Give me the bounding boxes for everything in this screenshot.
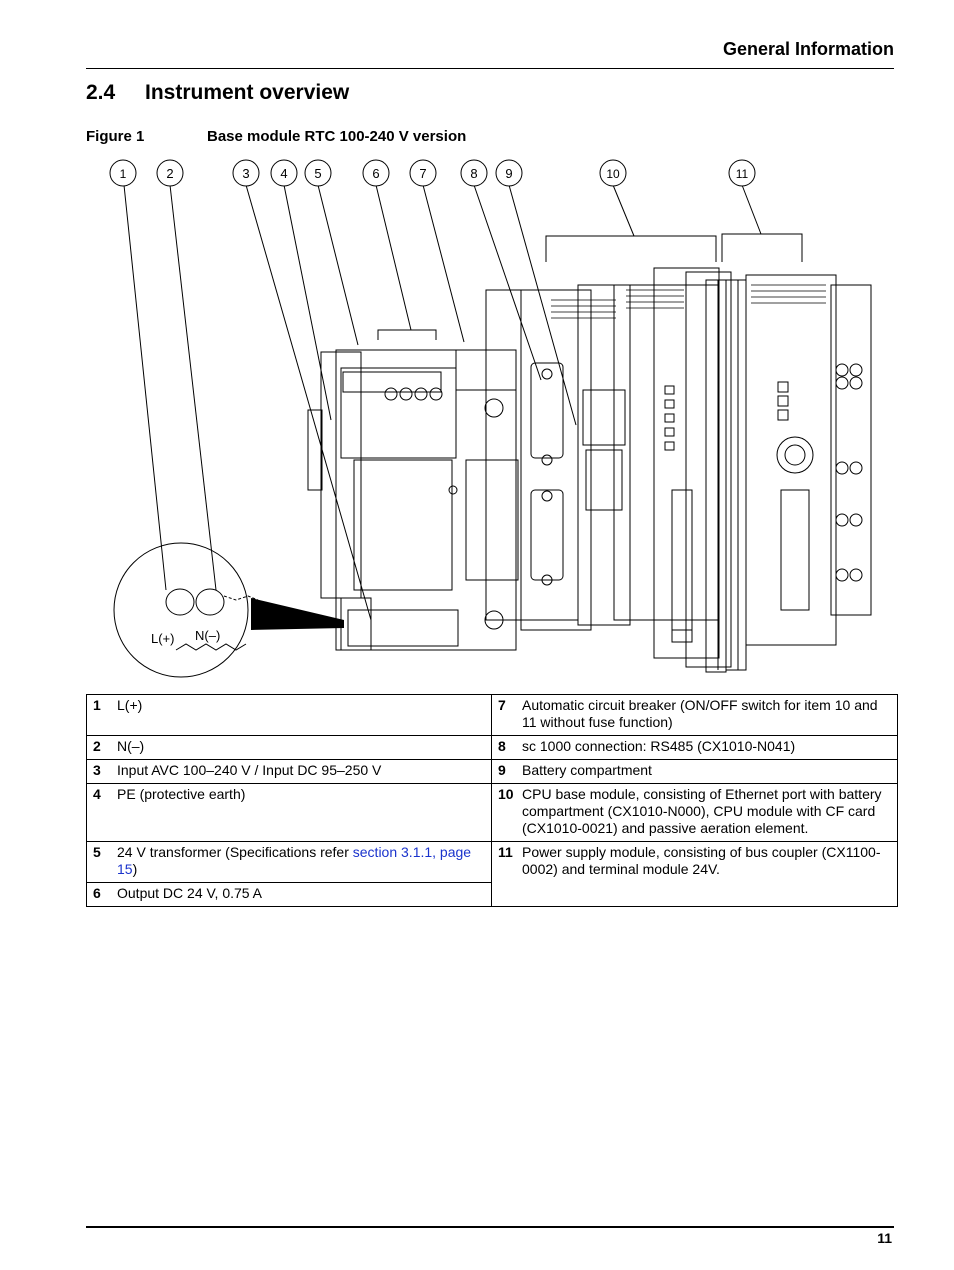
svg-text:10: 10	[606, 167, 620, 181]
figure-label: Figure 1	[86, 128, 145, 145]
callout-11: 11	[728, 159, 756, 187]
figure-caption: Figure 1 Base module RTC 100-240 V versio…	[86, 128, 466, 145]
svg-text:4: 4	[280, 166, 287, 181]
callout-7: 7	[409, 159, 437, 187]
svg-text:3: 3	[242, 166, 249, 181]
callout-4: 4	[270, 159, 298, 187]
svg-text:11: 11	[736, 167, 749, 181]
legend-num: 10	[491, 783, 516, 842]
inset-label-l: L(+)	[151, 631, 174, 646]
legend-num: 11	[491, 841, 516, 907]
legend-text: L(+)	[111, 694, 492, 736]
legend-text-after: )	[132, 861, 138, 877]
footer-rule	[86, 1226, 894, 1228]
table-row: 3 Input AVC 100–240 V / Input DC 95–250 …	[86, 759, 898, 784]
legend-text: Battery compartment	[516, 759, 898, 784]
legend-num: 8	[491, 735, 516, 760]
section-heading: 2.4 Instrument overview	[86, 81, 349, 105]
legend-num: 7	[491, 694, 516, 736]
legend-text: Automatic circuit breaker (ON/OFF switch…	[516, 694, 898, 736]
section-number: 2.4	[86, 81, 116, 104]
legend-text-before: 24 V transformer (Specifications refer	[117, 844, 353, 860]
svg-text:1: 1	[120, 167, 127, 181]
table-row: 6 Output DC 24 V, 0.75 A	[86, 882, 898, 907]
legend-num: 9	[491, 759, 516, 784]
svg-text:9: 9	[505, 166, 512, 181]
callout-markers: 1 2 3 4 5 6 7 8 9 10 11	[109, 159, 756, 187]
callout-8: 8	[460, 159, 488, 187]
svg-text:6: 6	[372, 166, 379, 181]
inset-label-n: N(–)	[195, 628, 220, 643]
legend-text: Input AVC 100–240 V / Input DC 95–250 V	[111, 759, 492, 784]
legend-text: 24 V transformer (Specifications refer s…	[111, 841, 492, 883]
callout-1: 1	[109, 159, 137, 187]
legend-num: 3	[86, 759, 111, 784]
legend-text: Power supply module, consisting of bus c…	[516, 841, 898, 907]
legend-text: Output DC 24 V, 0.75 A	[111, 882, 492, 907]
callout-2: 2	[156, 159, 184, 187]
svg-text:5: 5	[314, 166, 321, 181]
legend-num: 2	[86, 735, 111, 760]
legend-table: 1 L(+) 7 Automatic circuit breaker (ON/O…	[86, 694, 898, 907]
svg-text:2: 2	[166, 166, 173, 181]
header-rule	[86, 68, 894, 69]
svg-text:8: 8	[470, 166, 477, 181]
section-link[interactable]: section 3.1.1, page 15	[117, 844, 472, 877]
table-row: 1 L(+) 7 Automatic circuit breaker (ON/O…	[86, 694, 898, 736]
callout-5: 5	[304, 159, 332, 187]
callout-10: 10	[599, 159, 627, 187]
legend-num: 6	[86, 882, 111, 907]
legend-text: sc 1000 connection: RS485 (CX1010-N041)	[516, 735, 898, 760]
page-number: 11	[877, 1230, 892, 1246]
legend-text: N(–)	[111, 735, 492, 760]
running-header-title: General Information	[722, 39, 894, 59]
callout-3: 3	[232, 159, 260, 187]
callout-9: 9	[495, 159, 523, 187]
table-row: 4 PE (protective earth) 10 CPU base modu…	[86, 783, 898, 842]
instrument-diagram: 1 2 3 4 5 6 7 8 9 10 11 L(+) N(–)	[109, 159, 872, 678]
figure-caption-text: Base module RTC 100-240 V version	[207, 128, 467, 145]
legend-num: 4	[86, 783, 111, 842]
table-row: 2 N(–) 8 sc 1000 connection: RS485 (CX10…	[86, 735, 898, 760]
svg-text:7: 7	[419, 166, 426, 181]
legend-text: PE (protective earth)	[111, 783, 492, 842]
table-row: 5 24 V transformer (Specifications refer…	[86, 841, 898, 907]
legend-num: 5	[86, 841, 111, 883]
legend-text: CPU base module, consisting of Ethernet …	[516, 783, 898, 842]
callout-6: 6	[362, 159, 390, 187]
legend-num: 1	[86, 694, 111, 736]
section-title: Instrument overview	[145, 81, 350, 104]
